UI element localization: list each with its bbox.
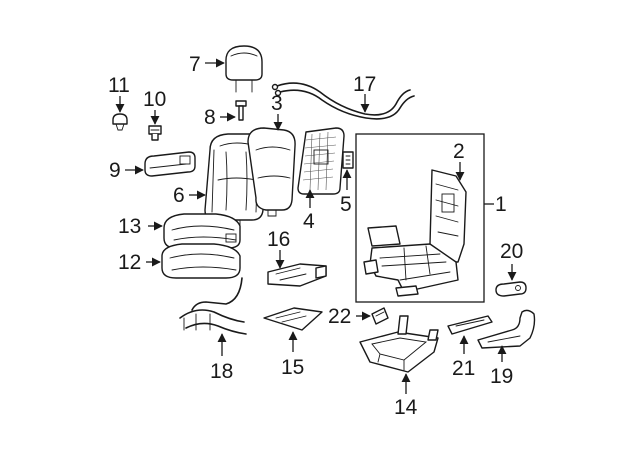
callout-7: 7 bbox=[189, 53, 201, 76]
callout-6: 6 bbox=[173, 184, 185, 207]
recliner-knob-part[interactable] bbox=[495, 281, 527, 297]
seat-cushion-pad-part[interactable] bbox=[161, 243, 241, 279]
callout-15: 15 bbox=[281, 356, 304, 379]
heater-wire-part[interactable] bbox=[179, 277, 247, 335]
seatback-board-part[interactable] bbox=[297, 127, 345, 195]
callout-3: 3 bbox=[271, 92, 283, 115]
callout-8: 8 bbox=[204, 106, 216, 129]
callout-9: 9 bbox=[109, 159, 121, 182]
callout-17: 17 bbox=[353, 73, 376, 96]
lumbar-switch-part[interactable] bbox=[342, 151, 354, 169]
callout-4: 4 bbox=[303, 210, 315, 233]
seat-cushion-cover-part[interactable] bbox=[163, 213, 241, 249]
callout-10: 10 bbox=[143, 88, 166, 111]
under-tray-part[interactable] bbox=[267, 263, 327, 287]
callout-19: 19 bbox=[490, 365, 513, 388]
clip-part[interactable] bbox=[112, 113, 128, 131]
callout-11: 11 bbox=[108, 74, 130, 97]
side-shield-part[interactable] bbox=[477, 309, 536, 349]
seat-frame-part[interactable] bbox=[363, 169, 467, 297]
release-cable-part[interactable] bbox=[271, 82, 415, 120]
seat-track-part[interactable] bbox=[359, 315, 439, 373]
callout-20: 20 bbox=[500, 240, 523, 263]
callout-5: 5 bbox=[340, 193, 352, 216]
callout-labels: 7 8 11 10 9 6 3 4 5 17 2 1 13 12 16 15 1… bbox=[108, 53, 523, 419]
headrest-guide-part[interactable] bbox=[235, 100, 247, 121]
callout-14: 14 bbox=[394, 396, 418, 419]
callout-18: 18 bbox=[210, 360, 233, 383]
cushion-mat-part[interactable] bbox=[263, 307, 323, 331]
leader-lines bbox=[115, 58, 517, 394]
callout-21: 21 bbox=[452, 357, 475, 380]
callout-1: 1 bbox=[495, 193, 507, 216]
seatback-pad-part[interactable] bbox=[247, 127, 296, 217]
side-cover-part[interactable] bbox=[144, 151, 196, 177]
callout-16: 16 bbox=[267, 228, 290, 251]
headrest-part[interactable] bbox=[225, 45, 263, 93]
bolt-part[interactable] bbox=[148, 125, 162, 141]
callout-22: 22 bbox=[328, 305, 351, 328]
callout-2: 2 bbox=[453, 140, 465, 163]
seat-frame-group-box bbox=[355, 133, 485, 303]
callout-12: 12 bbox=[118, 251, 141, 274]
seat-rail-part[interactable] bbox=[447, 315, 493, 335]
callout-13: 13 bbox=[118, 215, 141, 238]
retainer-clip-part[interactable] bbox=[371, 307, 389, 325]
